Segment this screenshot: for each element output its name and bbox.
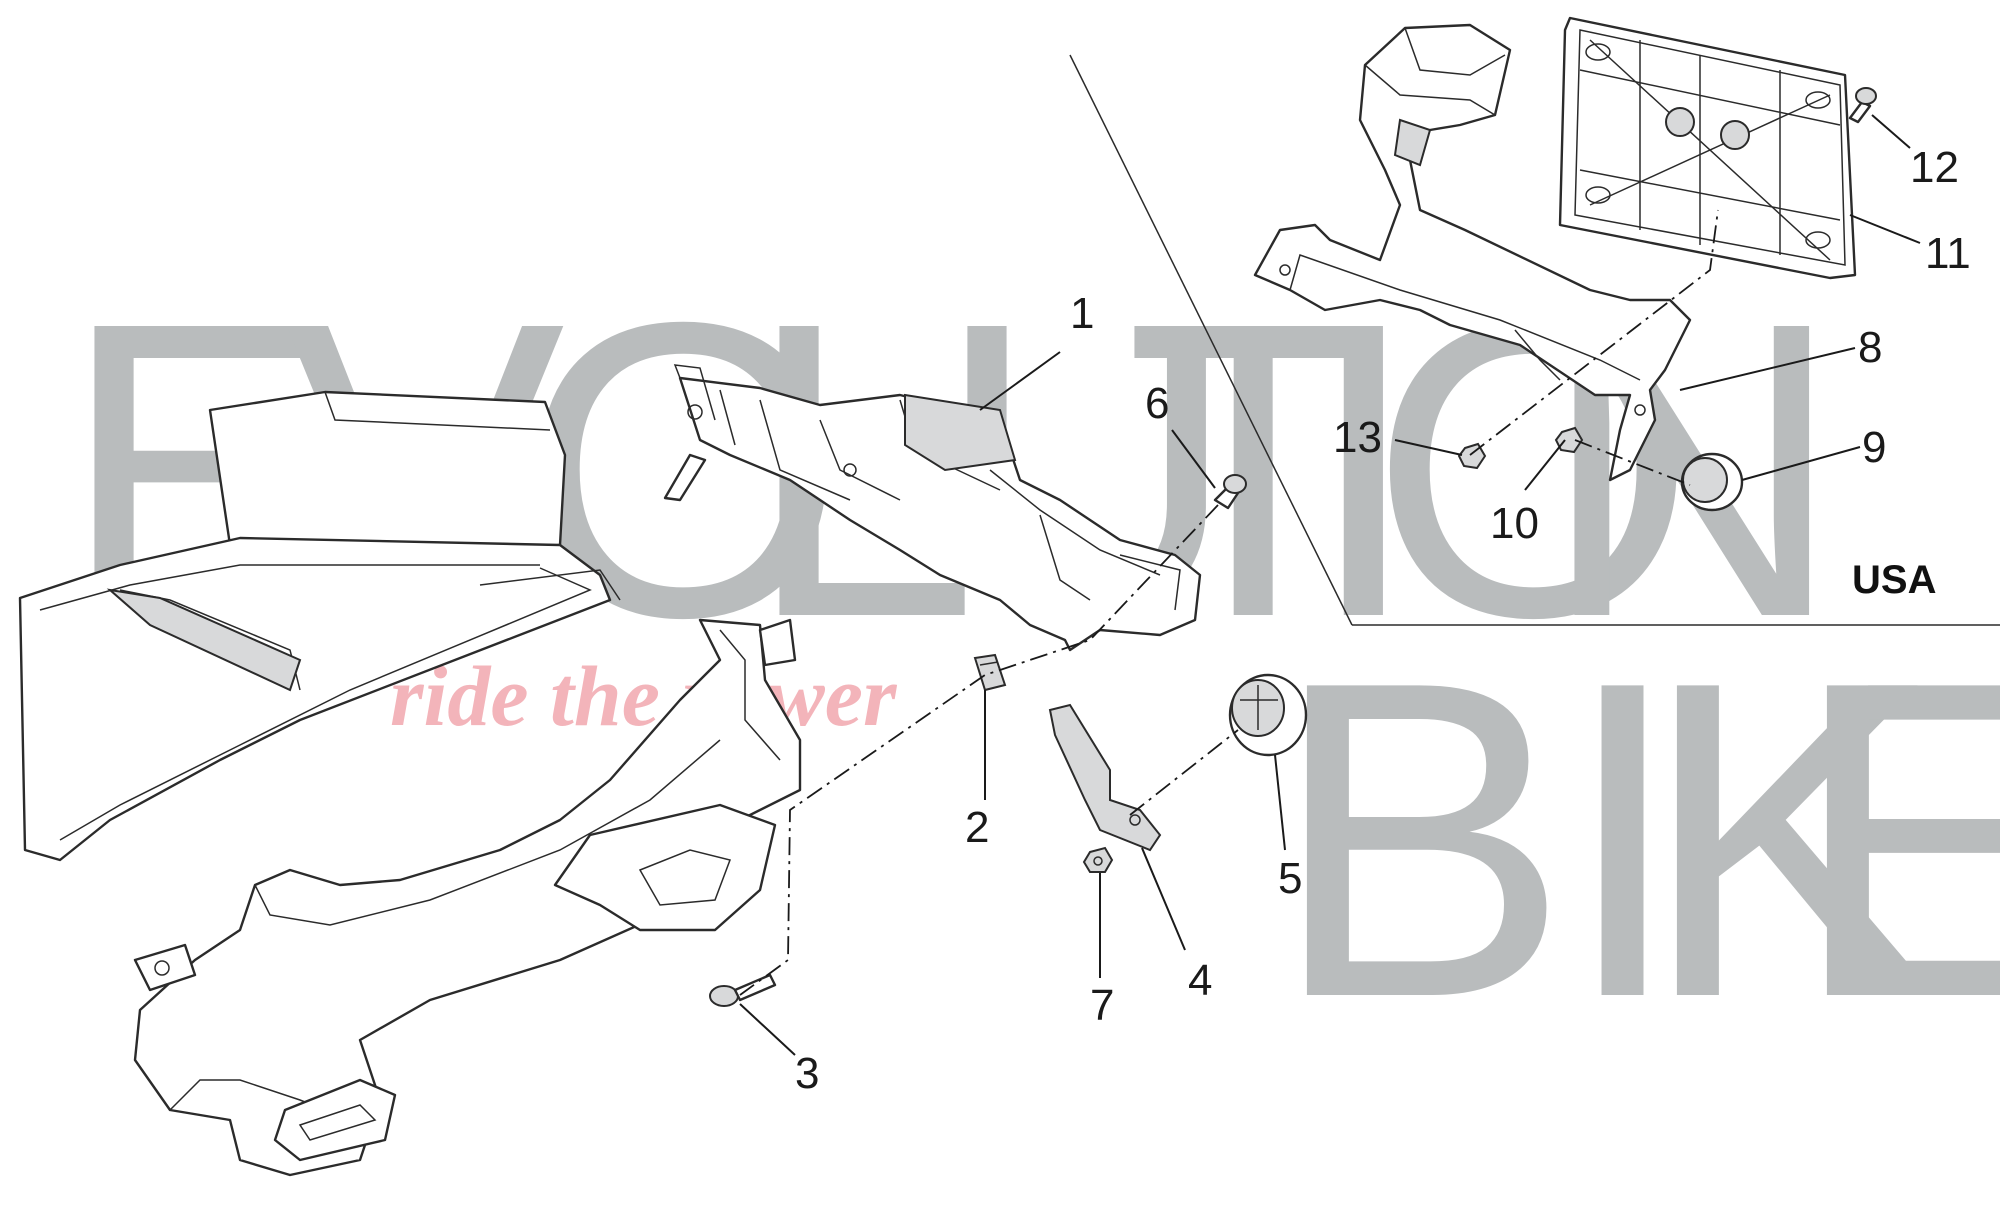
callout-5: 5 [1278, 854, 1302, 903]
part-7-nut [1082, 846, 1114, 873]
callout-7: 7 [1090, 981, 1114, 1030]
part-13-nut [1457, 442, 1487, 470]
watermark-letter-i2: I [1560, 589, 1685, 1091]
leader-lines [739, 114, 1921, 1056]
region-label-usa: USA [1852, 558, 1936, 602]
part-9-reflector [1680, 452, 1744, 512]
part-1-license-holder [663, 364, 1202, 652]
rear-fender-assembly [18, 390, 802, 1177]
callout-9: 9 [1862, 423, 1886, 472]
callout-12: 12 [1910, 143, 1959, 192]
watermark-letter-e2: E [1790, 589, 2000, 1091]
part-6-screw [1213, 474, 1247, 510]
callout-8: 8 [1858, 323, 1882, 372]
part-3-screw [709, 973, 777, 1007]
callout-10: 10 [1490, 499, 1539, 548]
part-11-plate-mount [1558, 16, 1857, 280]
part-4-bracket [1048, 703, 1162, 852]
part-2-clip-nut [973, 653, 1007, 692]
part-12-screw [1848, 87, 1877, 124]
callout-3: 3 [795, 1049, 819, 1098]
callout-1: 1 [1070, 289, 1094, 338]
callout-13: 13 [1333, 413, 1382, 462]
part-10-nut [1554, 426, 1584, 454]
assembly-axis-lines [739, 209, 1719, 996]
callout-11: 11 [1925, 229, 1971, 278]
callout-numbers: 1 2 3 4 5 6 7 8 9 10 11 12 13 [795, 143, 1971, 1098]
watermark-tagline: ride the power [390, 648, 898, 744]
watermark-letter-k: K [1640, 589, 1940, 1091]
callout-2: 2 [965, 803, 989, 852]
watermark-letter-b: B [1270, 589, 1570, 1091]
watermark-letter-i: I [1305, 236, 1422, 705]
part-5-light [1228, 673, 1308, 757]
callout-6: 6 [1145, 379, 1169, 428]
callout-4: 4 [1188, 956, 1212, 1005]
usa-region-divider [1069, 54, 2000, 626]
part-8-usa-bracket [1253, 23, 1692, 482]
